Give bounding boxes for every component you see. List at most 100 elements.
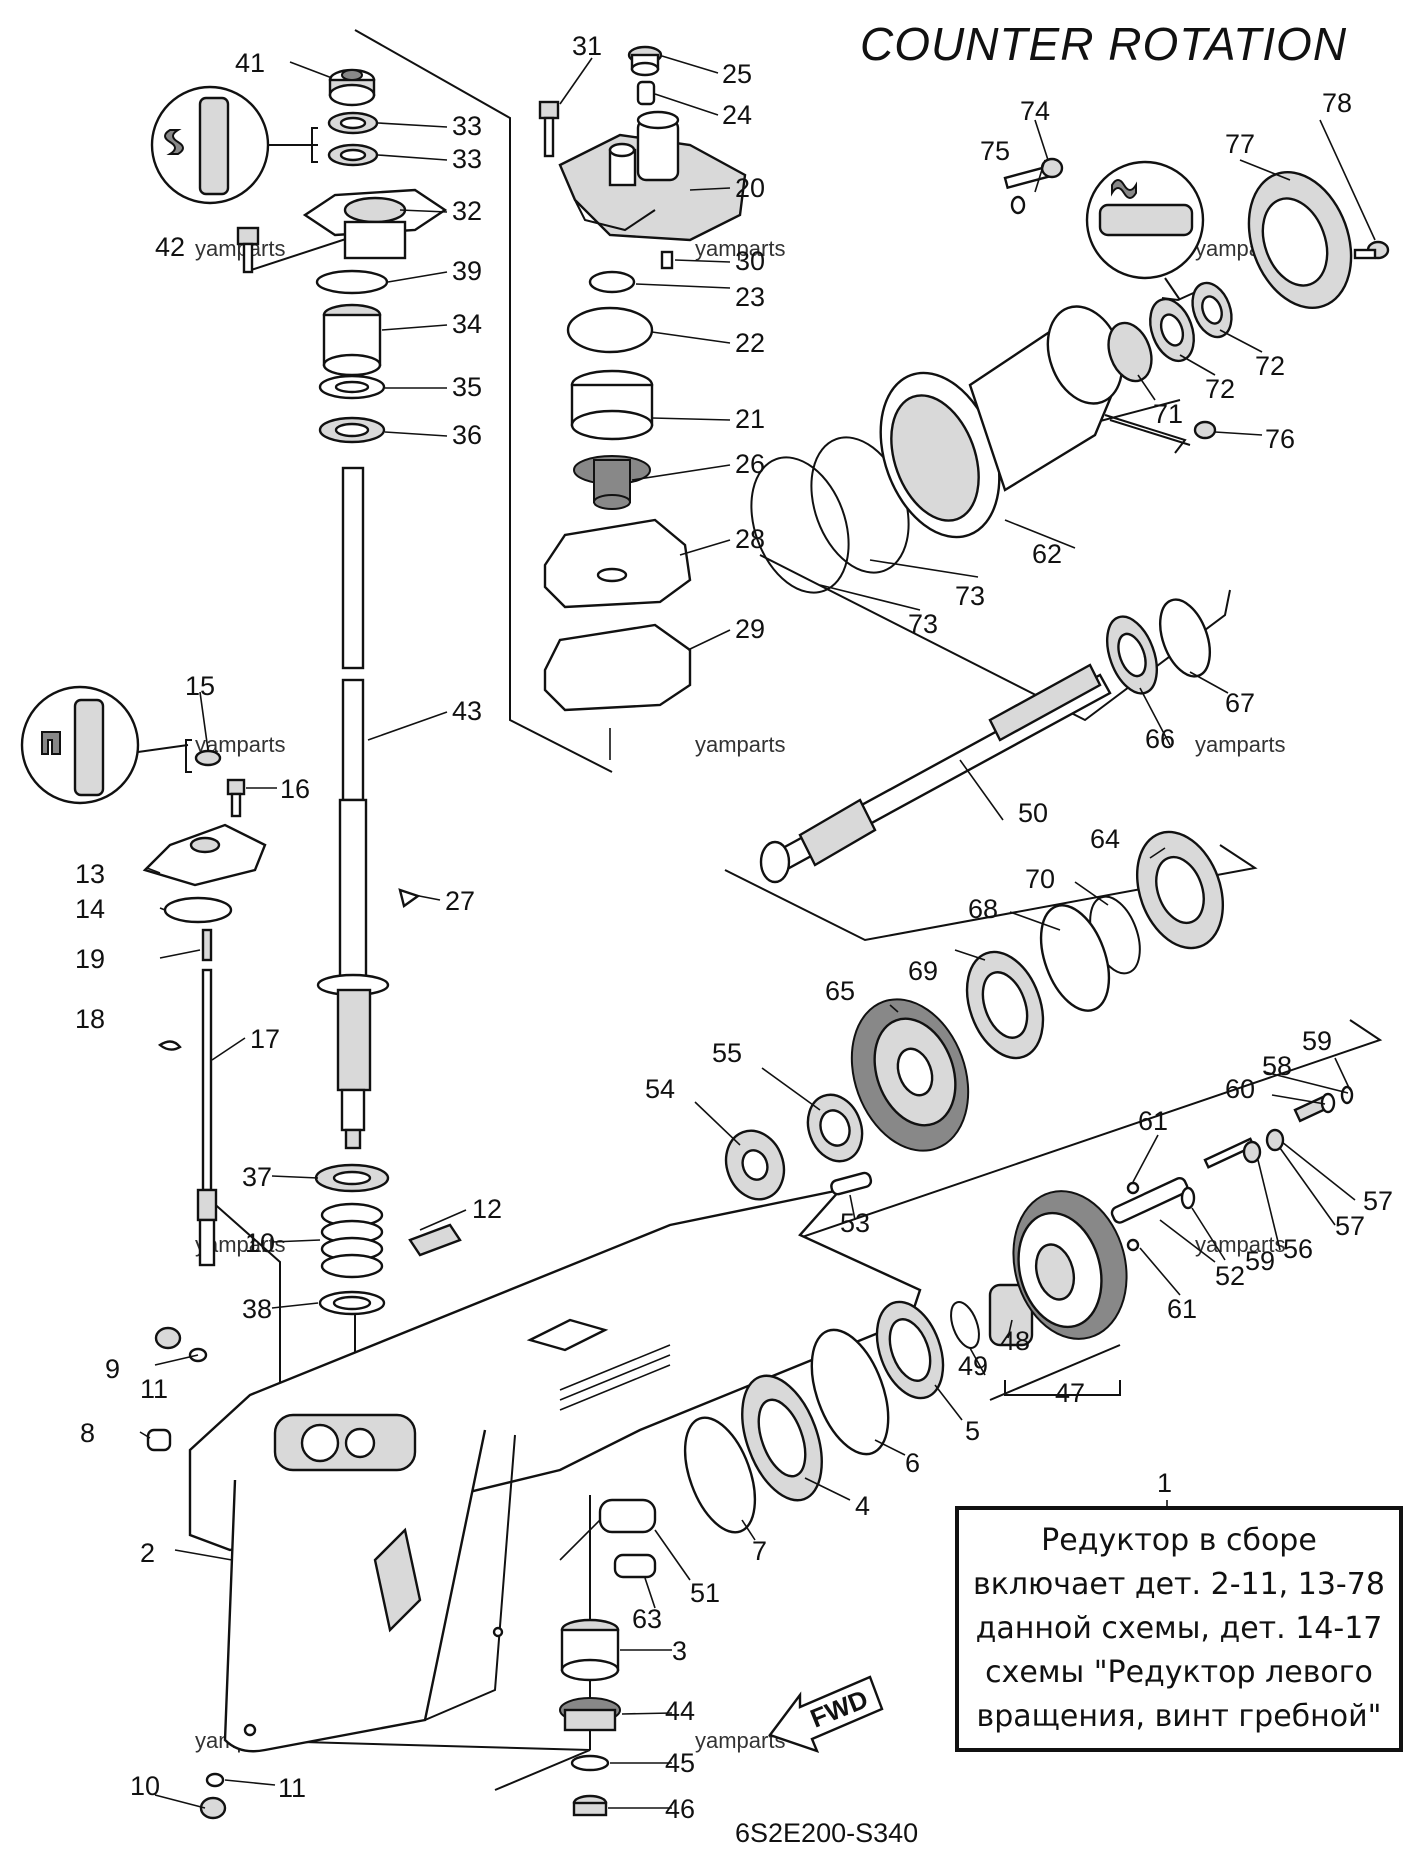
callout-45: 45 [665,1748,695,1778]
callout-72: 72 [1205,374,1235,404]
callout-10: 10 [130,1771,160,1801]
callout-27: 27 [445,886,475,916]
nut-76 [1193,420,1217,440]
gear-65 [850,998,970,1152]
callout-43: 43 [452,696,482,726]
callout-68: 68 [968,894,998,924]
shift-rod-17 [196,968,218,1267]
clip-18 [157,1040,182,1051]
callout-74: 74 [1020,96,1050,126]
seal-detail-right [1085,160,1205,302]
pin-61b [1126,1238,1140,1252]
callout-76: 76 [1265,424,1295,454]
callout-56: 56 [1283,1234,1313,1264]
bearing-bore [888,1318,932,1382]
callout-28: 28 [735,524,765,554]
bearing-71 [1107,321,1153,383]
anode-77 [1247,171,1353,309]
callout-26: 26 [735,449,765,479]
callout-72: 72 [1255,351,1285,381]
callout-64: 64 [1090,824,1120,854]
callout-34: 34 [452,309,482,339]
bolt-16 [226,778,246,818]
callout-71: 71 [1153,399,1183,429]
seal-detail-left [20,685,192,805]
bearing-48 [988,1283,1034,1347]
plate-hole [596,567,628,583]
callout-53: 53 [840,1208,870,1238]
shim-57b [1265,1128,1285,1152]
callout-4: 4 [855,1491,870,1521]
washer-45 [570,1754,610,1772]
callout-1: 1 [1157,1468,1172,1498]
callout-52: 52 [1215,1261,1245,1291]
pinion-44 [559,1697,621,1732]
nut-37 [314,1163,390,1193]
callout-33: 33 [452,111,482,141]
callout-25: 25 [722,59,752,89]
callout-61: 61 [1138,1106,1168,1136]
seal-housing-32 [302,188,448,260]
o-ring-23 [588,270,636,294]
callout-61: 61 [1167,1294,1197,1324]
shim-57a [1242,1140,1262,1164]
callout-18: 18 [75,1004,105,1034]
callout-8: 8 [80,1418,95,1448]
shim-7 [683,1416,757,1534]
watermark: yamparts [695,1728,785,1753]
pump-housing-20 [558,110,747,242]
callout-23: 23 [735,282,765,312]
callout-19: 19 [75,944,105,974]
callout-30: 30 [735,246,765,276]
callout-49: 49 [958,1351,988,1381]
shim-hole [334,380,370,394]
callout-60: 60 [1225,1074,1255,1104]
cover-13 [142,823,267,887]
insert-cartridge-21 [570,369,654,441]
misc-case-parts [146,1223,462,1820]
pin-30 [660,250,674,270]
driveshaft-43 [316,466,390,1150]
callout-59: 59 [1245,1246,1275,1276]
callout-9: 9 [105,1354,120,1384]
callout-77: 77 [1225,129,1255,159]
bearing-housing-62 [879,305,1124,539]
callout-57: 57 [1335,1211,1365,1241]
water-pump-group [538,45,747,712]
callout-50: 50 [1018,798,1048,828]
bolt-42 [236,226,260,274]
callout-42: 42 [155,232,185,262]
bearing-bore [1117,632,1147,678]
callout-41: 41 [235,48,265,78]
callout-17: 17 [250,1024,280,1054]
bushing-41 [328,68,376,107]
callout-36: 36 [452,420,482,450]
callout-7: 7 [752,1536,767,1566]
seal-15 [194,749,222,767]
callout-57: 57 [1363,1186,1393,1216]
key-27 [398,888,421,909]
callout-11: 11 [278,1773,306,1803]
note-line: включает дет. 2-11, 13-78 [973,1567,1385,1602]
callout-37: 37 [242,1162,272,1192]
callout-51: 51 [690,1578,720,1608]
shift-rod-group [142,749,267,1267]
callout-3: 3 [672,1636,687,1666]
callout-63: 63 [632,1604,662,1634]
callout-66: 66 [1145,724,1175,754]
o-ring-73a [750,456,850,594]
o-ring-39 [315,269,389,295]
callout-47: 47 [1055,1378,1085,1408]
callout-69: 69 [908,956,938,986]
callout-73: 73 [955,581,985,611]
plunger-51 [598,1498,657,1534]
shim-67 [1159,598,1211,678]
bolt-78 [1353,240,1390,260]
bearing-3 [560,1618,620,1682]
bearing-64 [1135,830,1225,950]
callout-73: 73 [908,609,938,639]
cover-boss [189,836,221,854]
callout-54: 54 [645,1074,675,1104]
drawing-code: 6S2E200-S340 [735,1818,918,1848]
bearing-bore [757,1398,807,1478]
